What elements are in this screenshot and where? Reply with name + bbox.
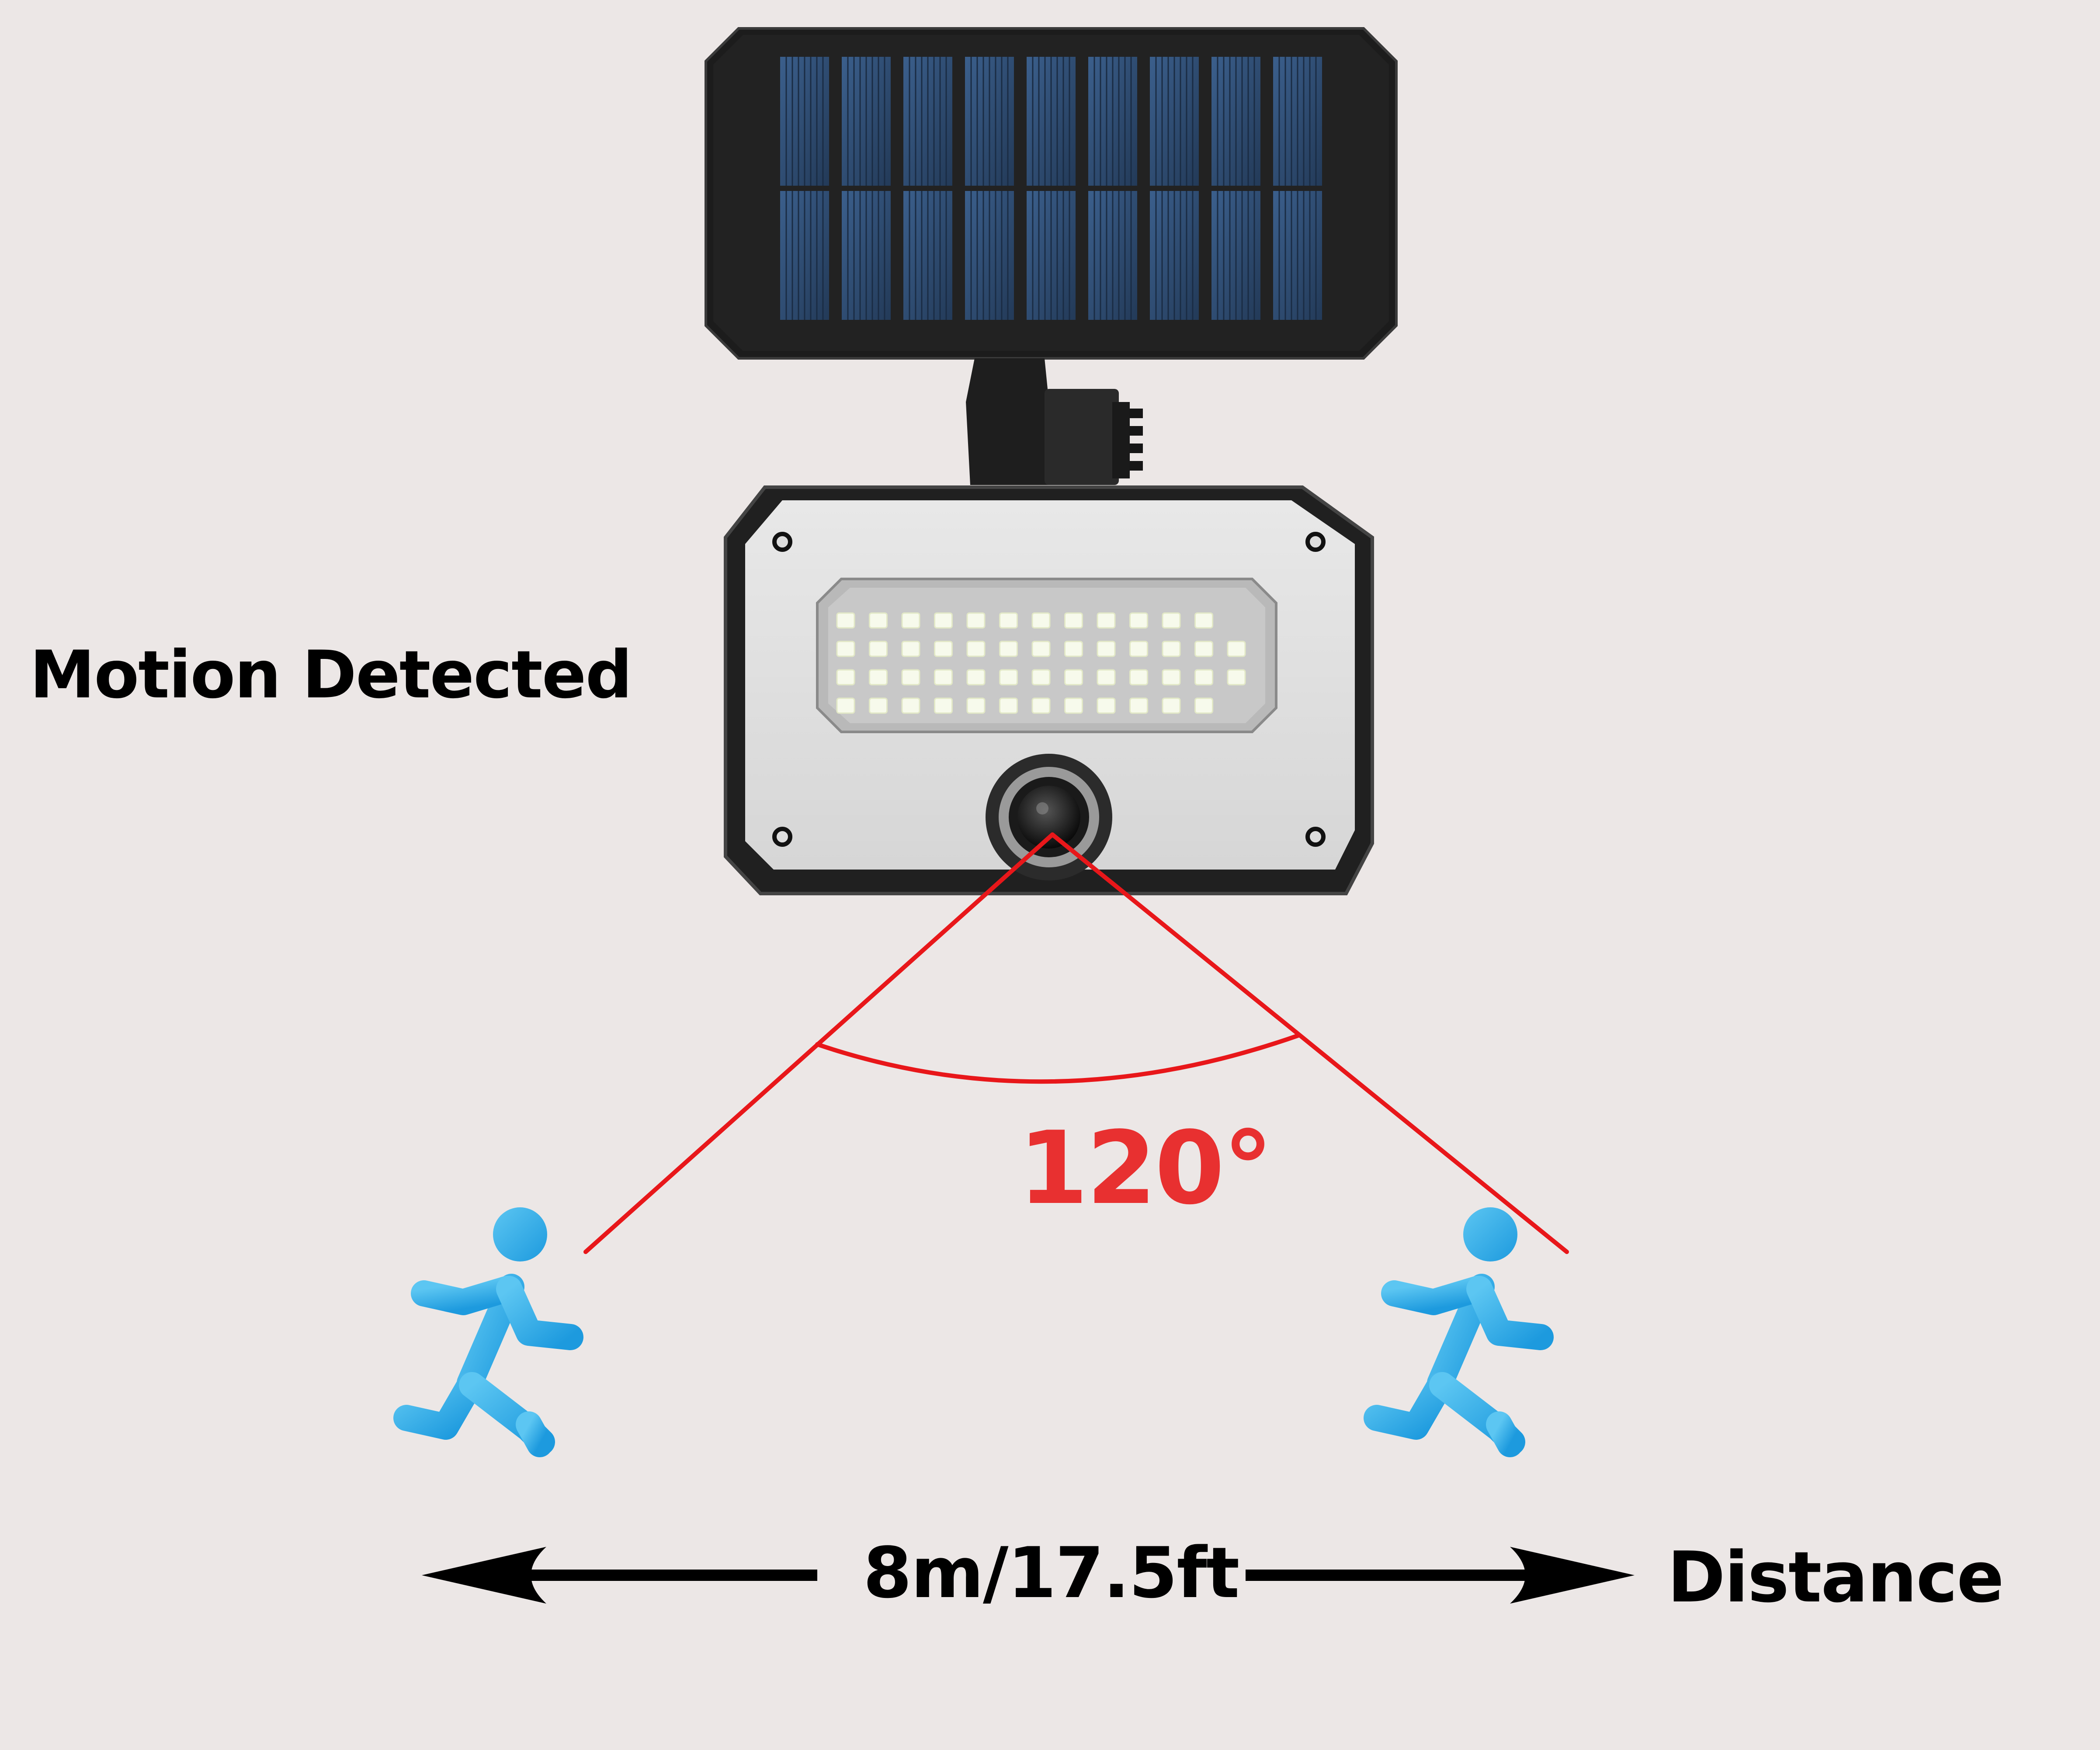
- mount-bracket: [966, 358, 1143, 485]
- led-chip: [1129, 697, 1148, 714]
- solar-cell: [1027, 57, 1076, 186]
- led-chip: [934, 697, 953, 714]
- led-chip: [999, 641, 1018, 657]
- arrow-left-head: [422, 1547, 546, 1604]
- solar-cell: [965, 57, 1014, 186]
- distance-value-label: 8m/17.5ft: [863, 1532, 1239, 1614]
- led-chip: [1194, 612, 1213, 629]
- led-chip: [836, 641, 855, 657]
- led-chip: [1129, 612, 1148, 629]
- led-chip: [1031, 697, 1051, 714]
- solar-cell: [965, 191, 1014, 320]
- solar-cell: [1150, 191, 1199, 320]
- led-chip: [1162, 669, 1181, 686]
- led-chip: [1162, 697, 1181, 714]
- led-chip: [901, 612, 920, 629]
- led-chip: [1097, 669, 1116, 686]
- led-chip: [1064, 697, 1083, 714]
- solar-cell: [842, 191, 891, 320]
- solar-cell: [903, 191, 952, 320]
- led-chip: [999, 612, 1018, 629]
- led-chip: [966, 641, 986, 657]
- led-chip: [1162, 612, 1181, 629]
- solar-cell: [1088, 191, 1137, 320]
- solar-cell: [1273, 57, 1322, 186]
- led-chip: [999, 669, 1018, 686]
- solar-cell: [780, 191, 829, 320]
- led-chip: [1064, 669, 1083, 686]
- solar-cells: [780, 57, 1322, 320]
- detection-angle-label: 120°: [1018, 1110, 1273, 1227]
- led-array: [836, 612, 1246, 714]
- led-chip: [869, 641, 888, 657]
- pir-sensor-lens: [986, 754, 1112, 880]
- led-chip: [1162, 641, 1181, 657]
- led-chip: [934, 641, 953, 657]
- light-head: [724, 485, 1374, 895]
- led-chip: [966, 697, 986, 714]
- distance-arrow: [422, 1547, 1635, 1604]
- detection-angle-lines: [583, 832, 1569, 1254]
- led-chip: [836, 612, 855, 629]
- led-chip: [934, 669, 953, 686]
- solar-cell: [1211, 191, 1260, 320]
- led-chip: [966, 669, 986, 686]
- led-chip: [1031, 669, 1051, 686]
- led-chip: [966, 612, 986, 629]
- screws: [772, 532, 1326, 847]
- solar-cell: [903, 57, 952, 186]
- led-chip: [901, 697, 920, 714]
- led-chip: [869, 669, 888, 686]
- led-chip: [1129, 641, 1148, 657]
- motion-detected-label: Motion Detected: [30, 637, 632, 713]
- led-chip: [1097, 641, 1116, 657]
- running-person-icon: [393, 1207, 583, 1457]
- led-chip: [1097, 697, 1116, 714]
- led-chip: [1031, 641, 1051, 657]
- led-chip: [869, 612, 888, 629]
- running-person-icon: [1364, 1207, 1554, 1457]
- solar-cell: [842, 57, 891, 186]
- solar-cell: [1273, 191, 1322, 320]
- led-chip: [1129, 669, 1148, 686]
- led-chip: [1064, 612, 1083, 629]
- led-chip: [934, 612, 953, 629]
- led-chip: [901, 669, 920, 686]
- led-chip: [836, 669, 855, 686]
- distance-label: Distance: [1667, 1536, 2004, 1618]
- led-chip: [869, 697, 888, 714]
- solar-cell: [1027, 191, 1076, 320]
- led-chip: [1227, 669, 1246, 686]
- led-chip: [1194, 641, 1213, 657]
- led-chip: [1227, 641, 1246, 657]
- solar-cell: [1211, 57, 1260, 186]
- led-chip: [1064, 641, 1083, 657]
- solar-cell: [780, 57, 829, 186]
- led-chip: [999, 697, 1018, 714]
- solar-cell: [1088, 57, 1137, 186]
- led-chip: [1194, 697, 1213, 714]
- solar-cell: [1150, 57, 1199, 186]
- led-chip: [1194, 669, 1213, 686]
- led-chip: [1031, 612, 1051, 629]
- led-chip: [1097, 612, 1116, 629]
- led-chip: [901, 641, 920, 657]
- arrow-right-head: [1510, 1547, 1635, 1604]
- led-chip: [836, 697, 855, 714]
- solar-panel-icon: [705, 27, 1398, 360]
